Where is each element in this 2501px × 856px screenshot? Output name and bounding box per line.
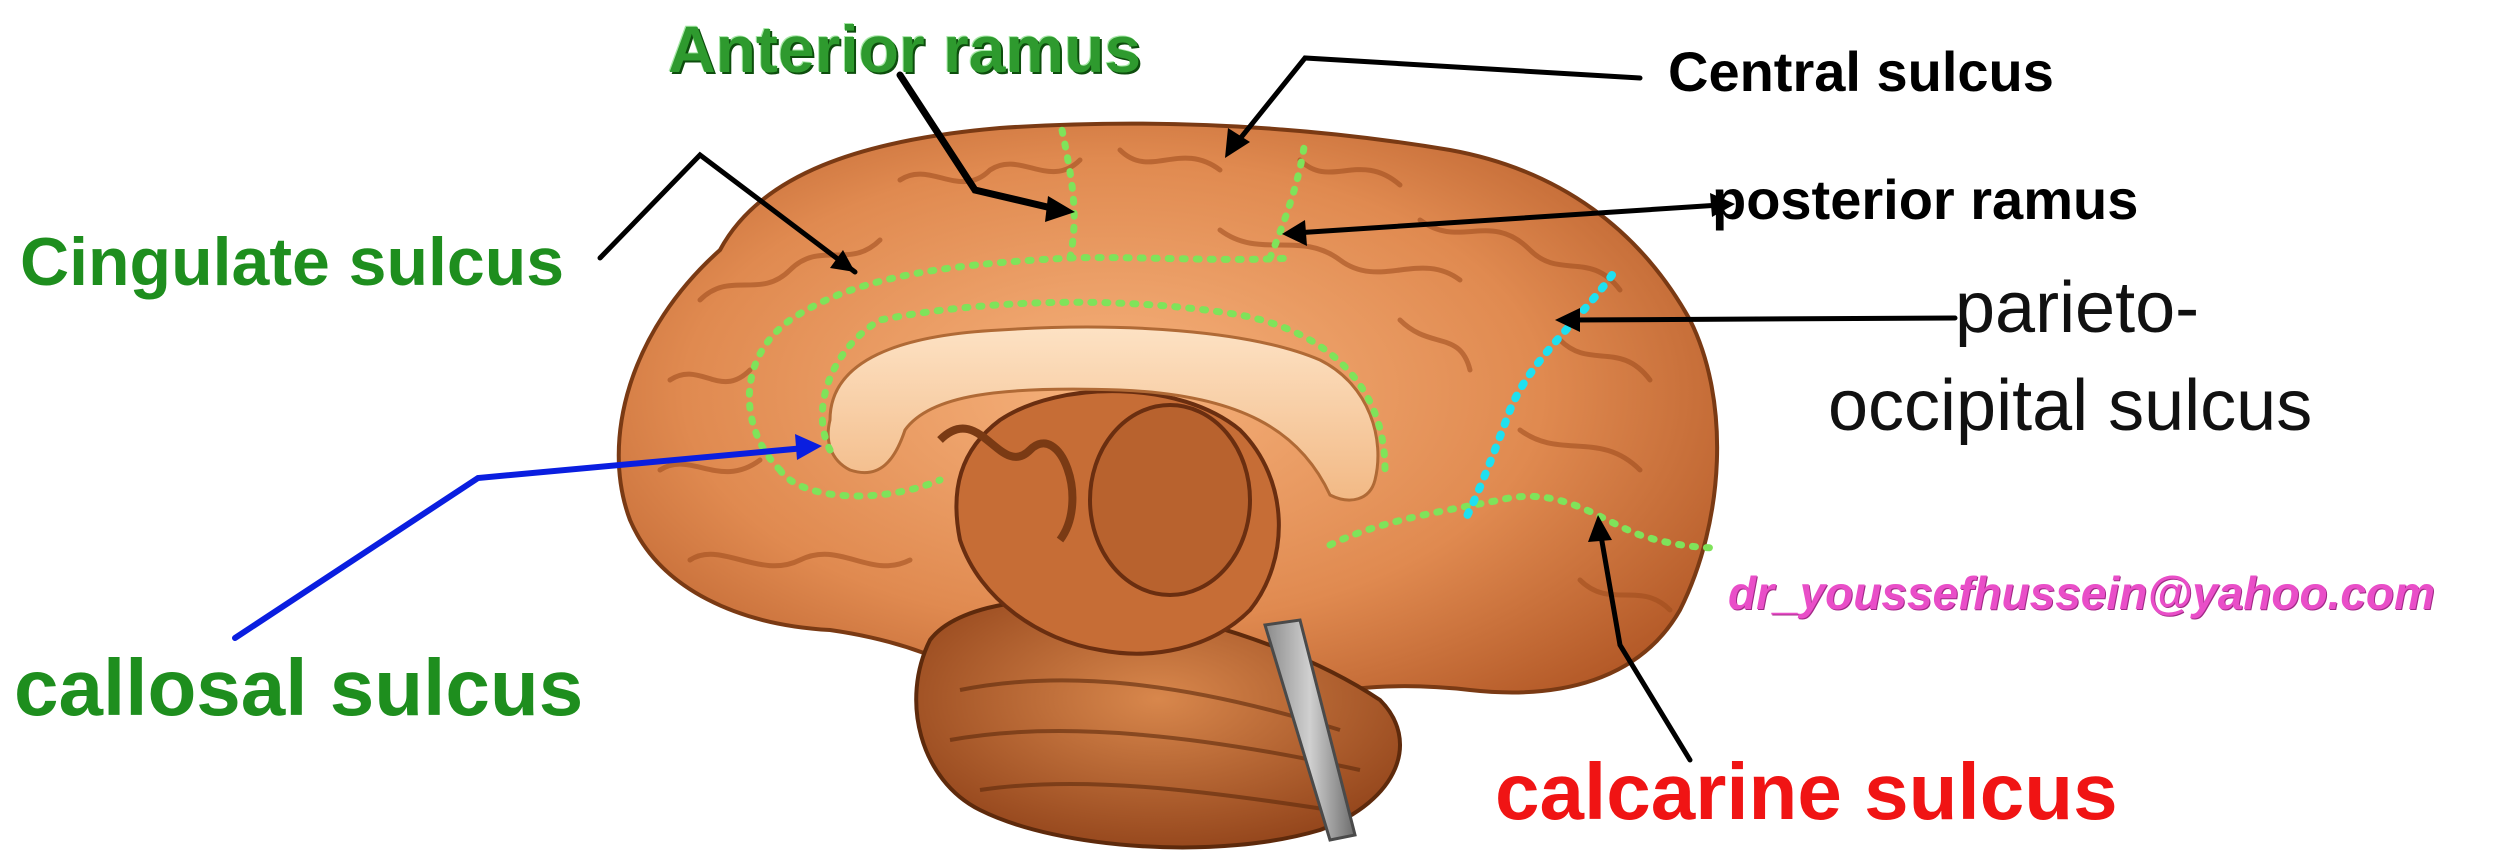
- parieto-occipital-pointer: [1570, 318, 1955, 320]
- thalamus-shape: [1090, 405, 1250, 595]
- parieto-occipital-label-line2: occipital sulcus: [1828, 370, 2312, 442]
- callosal-sulcus-label: callosal sulcus: [14, 648, 583, 728]
- calcarine-sulcus-label: calcarine sulcus: [1495, 752, 2118, 832]
- posterior-ramus-label: posterior ramus: [1712, 172, 2138, 228]
- central-sulcus-label: Central sulcus: [1668, 44, 2054, 100]
- parieto-occipital-label-line1: parieto-: [1955, 272, 2199, 344]
- anterior-ramus-label: Anterior ramus: [668, 16, 1141, 82]
- cingulate-sulcus-label: Cingulate sulcus: [20, 228, 564, 296]
- email-watermark: dr_youssefhussein@yahoo.com: [1728, 570, 2435, 616]
